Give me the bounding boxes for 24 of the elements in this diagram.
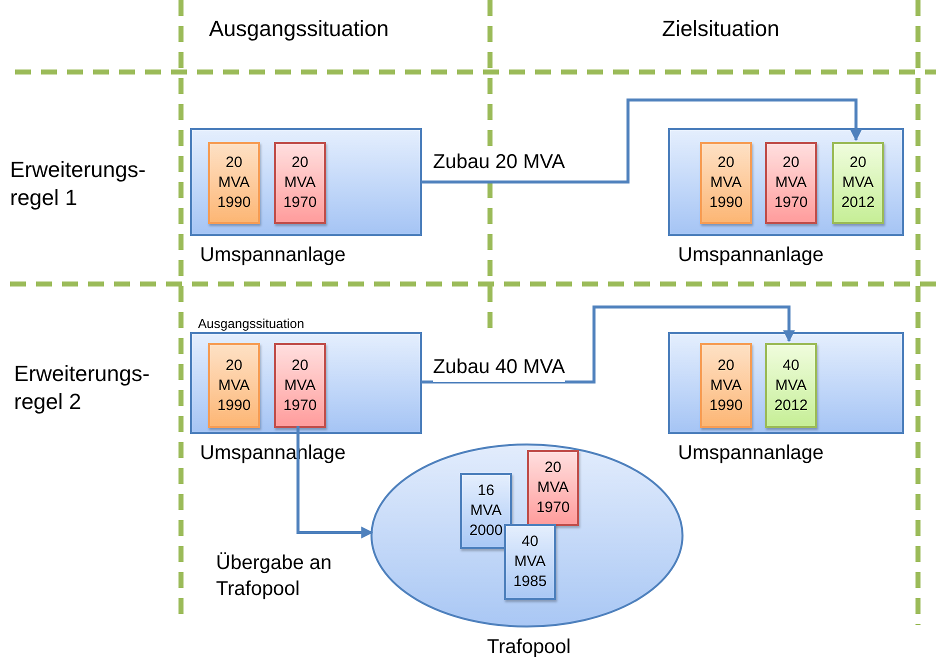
pool-caption: Trafopool <box>487 635 571 657</box>
transformer-card: 20 MVA 1970 <box>765 142 817 224</box>
transformer-card: 20 MVA 1990 <box>700 142 752 224</box>
transformer-card: 16 MVA 2000 <box>460 473 512 549</box>
transformer-card: 40 MVA 1985 <box>504 524 556 600</box>
transformer-card: 20 MVA 1970 <box>274 343 326 428</box>
connector-arrow <box>422 306 795 384</box>
transformer-card: 20 MVA 1970 <box>527 450 579 526</box>
transformer-card: 20 MVA 1990 <box>700 343 752 428</box>
transformer-card: 20 MVA 1990 <box>208 343 260 428</box>
connector-arrow <box>422 98 862 184</box>
transformer-card: 20 MVA 2012 <box>832 142 884 224</box>
heading-label: Ausgangssituation <box>209 15 389 43</box>
transformer-card: 40 MVA 2012 <box>765 343 817 428</box>
heading-label: Erweiterungs- regel 1 <box>10 156 147 212</box>
box-heading: Ausgangssituation <box>198 316 304 332</box>
connector-arrow <box>296 426 374 538</box>
box-caption: Umspannanlage <box>200 243 346 268</box>
box-caption: Umspannanlage <box>678 243 824 268</box>
transformer-card: 20 MVA 1990 <box>208 142 260 224</box>
box-caption: Umspannanlage <box>678 441 824 466</box>
transformer-card: 20 MVA 1970 <box>274 142 326 224</box>
heading-label: Zielsituation <box>662 15 780 43</box>
heading-label: Erweiterungs- regel 2 <box>14 360 151 416</box>
